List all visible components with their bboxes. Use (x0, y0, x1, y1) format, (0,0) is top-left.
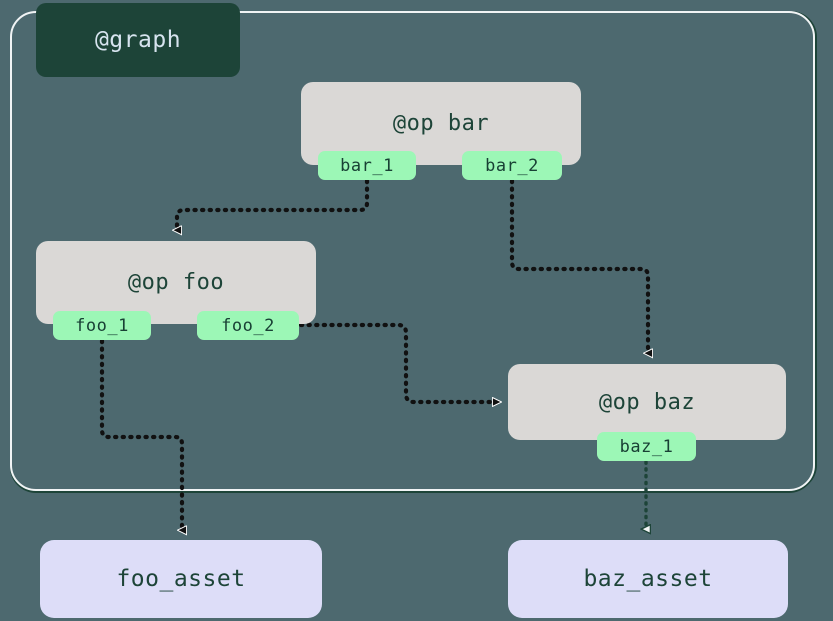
op-node-baz[interactable]: @op baz (508, 364, 786, 440)
port-label-foo-2: foo_2 (221, 315, 275, 336)
graph-label-badge[interactable]: @graph (36, 3, 240, 77)
port-label-baz-1: baz_1 (619, 436, 674, 457)
graph-container (10, 11, 815, 491)
port-baz-1[interactable]: baz_1 (597, 432, 696, 461)
port-label-bar-1: bar_1 (340, 155, 394, 176)
asset-title-foo-asset: foo_asset (116, 566, 246, 592)
asset-node-foo-asset[interactable]: foo_asset (40, 540, 322, 618)
op-node-foo[interactable]: @op foo (36, 241, 316, 324)
op-title-baz: @op baz (598, 389, 696, 415)
port-bar-1[interactable]: bar_1 (318, 151, 416, 180)
op-title-bar: @op bar (392, 111, 490, 136)
asset-title-baz-asset: baz_asset (583, 566, 713, 592)
op-title-foo: @op foo (127, 270, 225, 295)
port-label-foo-1: foo_1 (75, 315, 129, 336)
port-foo-1[interactable]: foo_1 (53, 311, 151, 340)
asset-node-baz-asset[interactable]: baz_asset (508, 540, 788, 618)
port-bar-2[interactable]: bar_2 (462, 151, 562, 180)
graph-label-text: @graph (94, 27, 182, 53)
port-foo-2[interactable]: foo_2 (197, 311, 299, 340)
port-label-bar-2: bar_2 (485, 155, 539, 176)
